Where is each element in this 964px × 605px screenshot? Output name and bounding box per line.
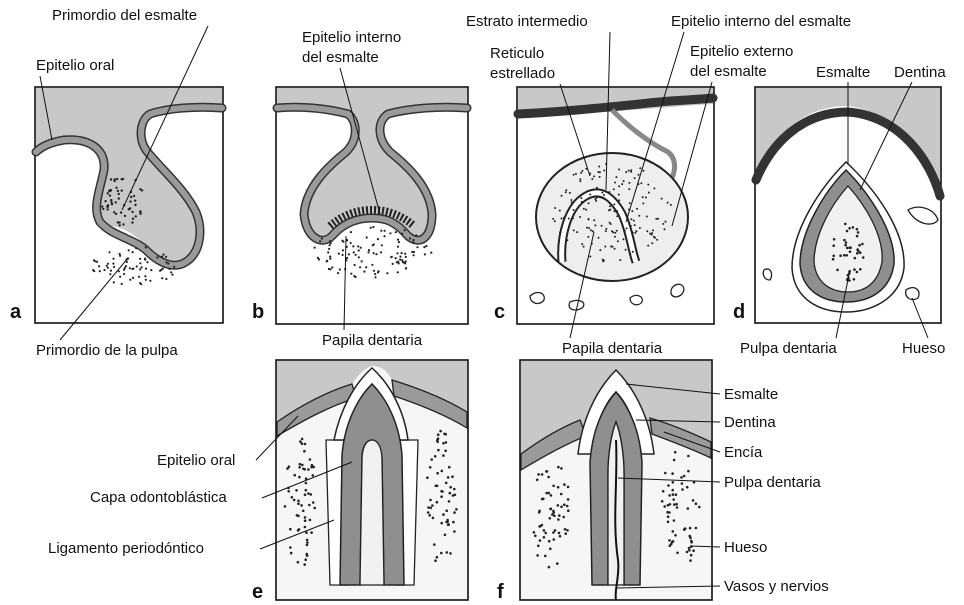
panel-c-bone-3 [630,295,642,304]
panel-d-bone-3 [906,288,919,300]
label-capa: Capa odontoblástica [90,489,227,506]
label-encia: Encía [724,444,763,461]
label-reticulo-1: Reticulo [490,45,544,62]
panel-d-bone-2 [763,269,771,280]
label-epitelio-externo-2: del esmalte [690,63,767,80]
panel-e-letter: e [252,581,263,603]
label-papila-c: Papila dentaria [562,340,663,357]
panel-f: f Esmalte Dentina Encía Pulpa dentaria H… [497,360,829,603]
label-papila-b: Papila dentaria [322,332,423,349]
panel-f-letter: f [497,581,504,603]
label-dentina-f: Dentina [724,414,776,431]
panel-d: d Esmalte Dentina Pulpa dentaria Hueso [733,64,946,357]
label-pulpa-f: Pulpa dentaria [724,474,821,491]
panel-c-bone-1 [530,293,544,304]
panel-a-letter: a [10,301,22,323]
label-vasos: Vasos y nervios [724,578,829,595]
panel-e: e Epitelio oral Capa odontoblástica Liga… [48,360,468,603]
label-esmalte-f: Esmalte [724,386,778,403]
label-esmalte-d: Esmalte [816,64,870,81]
label-epitelio-oral-e: Epitelio oral [157,452,235,469]
panel-a: a Primordio del esmalte Epitelio oral Pr… [10,7,223,359]
panel-d-letter: d [733,301,745,323]
label-ligamento: Ligamento periodóntico [48,540,204,557]
label-estrato: Estrato intermedio [466,13,588,30]
label-epitelio-interno-b-1: Epitelio interno [302,29,401,46]
panel-c-letter: c [494,301,505,323]
label-epitelio-interno-c: Epitelio interno del esmalte [671,13,851,30]
label-reticulo-2: estrellado [490,65,555,82]
panel-e-pulp [360,440,384,585]
panel-b: b Epitelio interno del esmalte Papila de… [252,29,468,349]
label-epitelio-oral-a: Epitelio oral [36,57,114,74]
label-epitelio-interno-b-2: del esmalte [302,49,379,66]
label-hueso-f: Hueso [724,539,767,556]
label-primordio-pulpa: Primordio de la pulpa [36,342,178,359]
label-primordio-esmalte: Primordio del esmalte [52,7,197,24]
panel-b-letter: b [252,301,264,323]
label-pulpa-d: Pulpa dentaria [740,340,837,357]
label-hueso-d: Hueso [902,340,945,357]
label-epitelio-externo-1: Epitelio externo [690,43,793,60]
label-dentina-d: Dentina [894,64,946,81]
